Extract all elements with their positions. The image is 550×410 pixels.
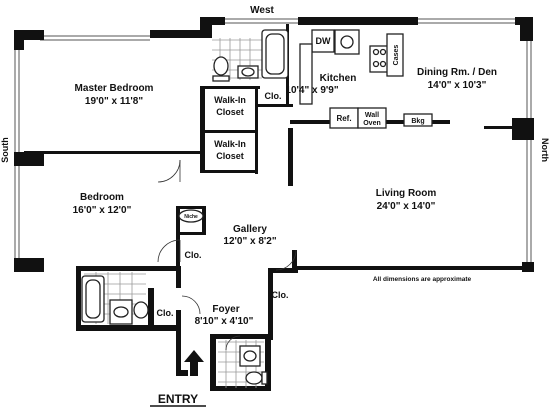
living-size: 24'0" x 14'0" xyxy=(377,201,436,212)
bkg-label: Bkg xyxy=(411,118,424,125)
bedroom-name: Bedroom xyxy=(80,192,124,203)
compass-south: South xyxy=(0,137,10,163)
living-name: Living Room xyxy=(376,188,437,199)
ref-label: Ref. xyxy=(336,114,351,123)
entry-label: ENTRY xyxy=(158,392,198,406)
niche-label: Niche xyxy=(184,214,198,220)
dining-name: Dining Rm. / Den xyxy=(417,67,497,78)
niche-shape xyxy=(178,209,204,223)
master-bedroom-name: Master Bedroom xyxy=(75,83,154,94)
approx-note: All dimensions are approximate xyxy=(373,276,472,283)
dishwasher xyxy=(311,29,335,53)
clo-gallery: Clo. xyxy=(185,250,202,260)
clo-foyer: Clo. xyxy=(272,290,289,300)
compass-west: West xyxy=(250,5,274,16)
wall-oven xyxy=(357,107,387,129)
breakfast-bar xyxy=(403,113,433,127)
toilet xyxy=(213,56,229,76)
walk-in-closet-1-line2: Closet xyxy=(216,107,244,117)
toilet-3 xyxy=(245,371,263,385)
kitchen-size: 10'4" x 9'9" xyxy=(285,85,338,96)
foyer-size: 8'10" x 4'10" xyxy=(195,316,254,327)
gallery-size: 12'0" x 8'2" xyxy=(223,236,276,247)
counter xyxy=(299,43,313,105)
clo-bath: Clo. xyxy=(157,308,174,318)
fixtures xyxy=(81,29,433,385)
dw-label: DW xyxy=(316,36,331,46)
wall-oven-line2: Oven xyxy=(363,120,381,127)
dining-size: 14'0" x 10'3" xyxy=(428,80,487,91)
windows xyxy=(14,18,532,268)
compass-north: North xyxy=(540,138,550,162)
master-bedroom-size: 19'0" x 11'8" xyxy=(85,96,143,107)
bedroom-size: 16'0" x 12'0" xyxy=(73,205,132,216)
foyer-name: Foyer xyxy=(212,304,239,315)
labels: West South North Master Bedroom 19'0" x … xyxy=(0,5,550,406)
toilet-2 xyxy=(133,301,149,319)
clo-kitchen: Clo. xyxy=(265,91,282,101)
door-swings xyxy=(157,159,297,351)
walk-in-closet-2-line1: Walk-In xyxy=(214,139,246,149)
kitchen-name: Kitchen xyxy=(320,73,357,84)
walk-in-closet-1-line1: Walk-In xyxy=(214,95,246,105)
entry-arrow-icon xyxy=(184,350,204,376)
wall-oven-line1: Wall xyxy=(365,112,379,119)
cases-cabinet xyxy=(386,33,404,77)
gallery-name: Gallery xyxy=(233,224,267,235)
cases-label: Cases xyxy=(393,45,400,66)
walk-in-closet-2-line2: Closet xyxy=(216,151,244,161)
